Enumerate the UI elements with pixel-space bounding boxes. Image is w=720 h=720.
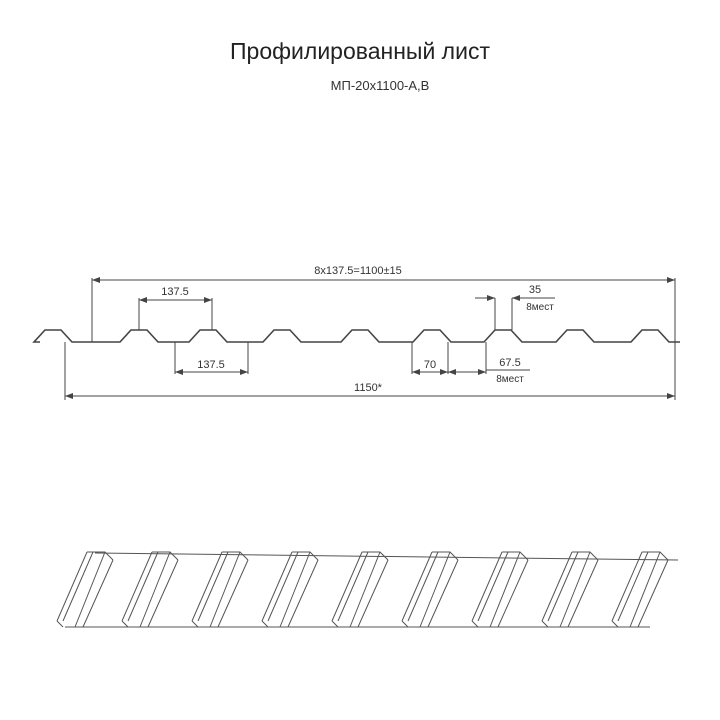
sheet-edge-line <box>617 551 649 622</box>
sheet-edge-line <box>331 620 339 628</box>
sheet-edge-line <box>567 559 599 628</box>
sheet-edge-line <box>559 551 591 628</box>
sheet-edge-line <box>191 620 199 628</box>
sheet-edge-line <box>611 620 619 628</box>
label-pitch-top: 137.5 <box>161 286 189 298</box>
sheet-edge-line <box>82 559 114 628</box>
sheet-edge-line <box>147 559 179 628</box>
label-rib-top-count: 8мест <box>526 302 554 313</box>
sheet-edge-line <box>127 551 159 622</box>
sheet-edge-line <box>497 559 529 628</box>
sheet-edge-line <box>217 559 249 628</box>
sheet-edge-line <box>337 551 369 622</box>
sheet-edge-line <box>56 551 88 622</box>
sheet-edge-line <box>471 620 479 628</box>
sheet-edge-line <box>197 551 229 622</box>
label-rib-bottom-count: 8мест <box>496 374 524 385</box>
profile-section-line <box>32 329 680 343</box>
sheet-edge-line <box>279 551 311 628</box>
sheet-edge-line <box>419 551 451 628</box>
sheet-edge-line <box>407 551 439 622</box>
sheet-edge-line <box>191 551 223 622</box>
sheet-edge-line <box>611 551 643 622</box>
label-overall-pitch: 8х137.5=1100±15 <box>314 265 402 277</box>
sheet-edge-line <box>139 551 171 628</box>
sheet-edge-line <box>541 620 549 628</box>
sheet-edge-line <box>121 620 129 628</box>
sheet-edge-line <box>62 551 94 622</box>
sheet-edge-line <box>209 551 241 628</box>
label-pitch-bottom: 137.5 <box>197 359 225 371</box>
drawing-title: Профилированный лист <box>230 38 490 64</box>
sheet-edge-line <box>401 620 409 628</box>
drawing-subtitle: МП-20х1100-А,В <box>330 78 430 93</box>
sheet-edge-line <box>94 552 679 561</box>
sheet-edge-line <box>471 551 503 622</box>
sheet-edge-line <box>331 551 363 622</box>
sheet-edge-line <box>357 559 389 628</box>
sheet-edge-line <box>427 559 459 628</box>
sheet-edge-line <box>477 551 509 622</box>
label-rib-bottom: 67.5 <box>499 357 520 369</box>
label-valley: 70 <box>424 359 436 371</box>
sheet-edge-line <box>629 551 661 628</box>
isometric-sheet-view <box>56 551 679 628</box>
label-rib-top: 35 <box>529 284 541 296</box>
sheet-edge-line <box>489 551 521 628</box>
sheet-edge-line <box>401 551 433 622</box>
sheet-edge-line <box>349 551 381 628</box>
sheet-edge-line <box>121 551 153 622</box>
sheet-edge-line <box>74 551 106 628</box>
sheet-edge-line <box>261 551 293 622</box>
sheet-edge-line <box>261 620 269 628</box>
sheet-edge-line <box>287 559 319 628</box>
sheet-edge-line <box>541 551 573 622</box>
sheet-edge-line <box>56 620 64 628</box>
sheet-edge-line <box>267 551 299 622</box>
sheet-edge-line <box>547 551 579 622</box>
label-total-width: 1150* <box>354 382 383 394</box>
sheet-edge-line <box>637 559 669 628</box>
